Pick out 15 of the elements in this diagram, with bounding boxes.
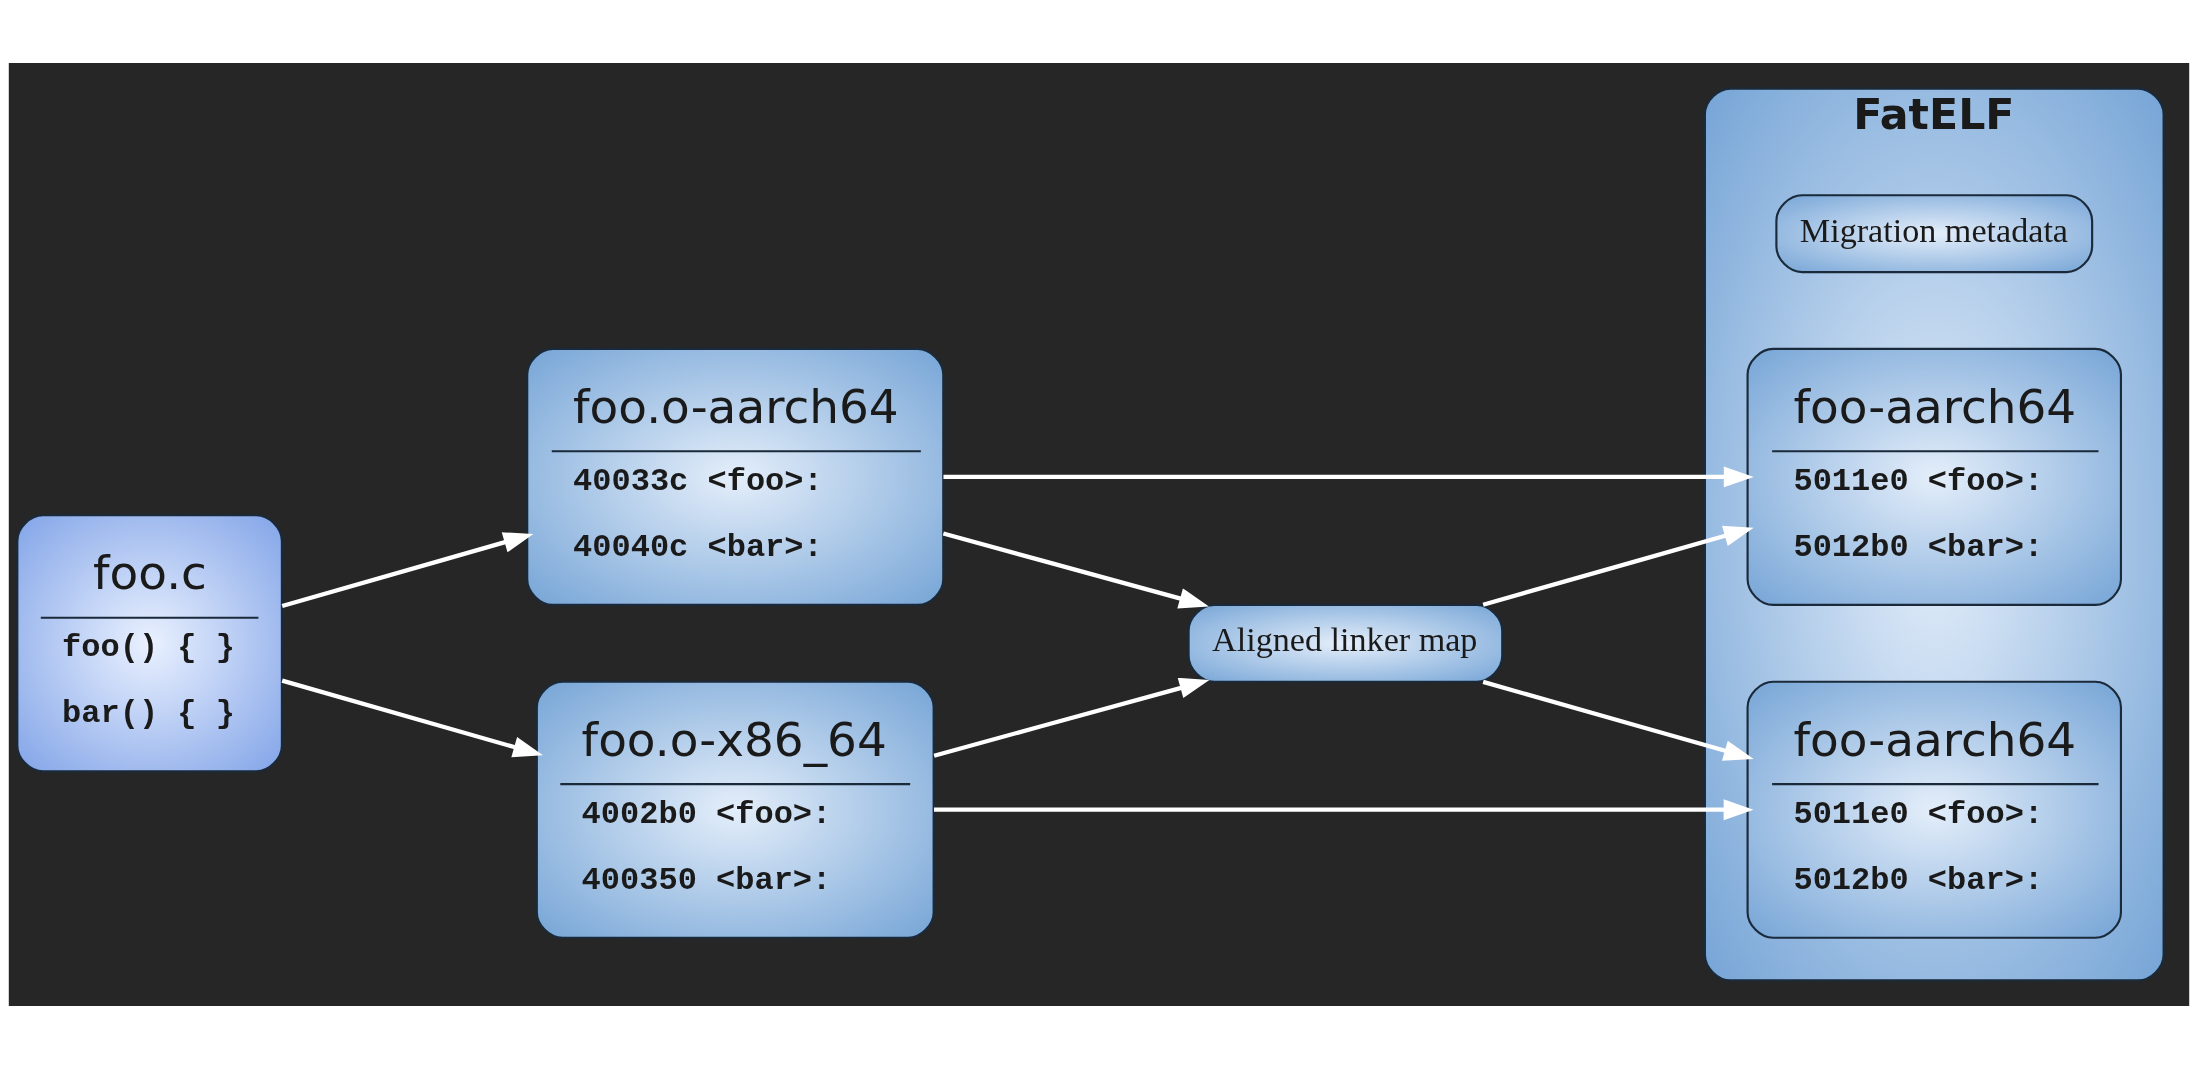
- arrow: [933, 677, 1210, 758]
- arrow: [942, 531, 1209, 609]
- arrow: [1482, 679, 1754, 761]
- node-box: foo.o-x86_64 4002b0 <foo>: 400350 <bar>:: [535, 680, 935, 939]
- arrow: [1482, 525, 1754, 607]
- node-box: foo.o-aarch64 40033c <foo>: 40040c <bar>:: [526, 347, 945, 606]
- arrow: [281, 532, 534, 609]
- node-box: foo.c foo() { } bar() { }: [16, 514, 283, 773]
- node-box: Migration metadata: [1775, 194, 2094, 274]
- node-box: foo-aarch64 5011e0 <foo>: 5012b0 <bar>:: [1746, 680, 2122, 939]
- node-box: foo-aarch64 5011e0 <foo>: 5012b0 <bar>:: [1746, 347, 2122, 606]
- arrow: [934, 799, 1754, 821]
- node-box: Aligned linker map: [1187, 603, 1504, 683]
- arrow: [281, 678, 543, 758]
- arrow: [943, 466, 1754, 488]
